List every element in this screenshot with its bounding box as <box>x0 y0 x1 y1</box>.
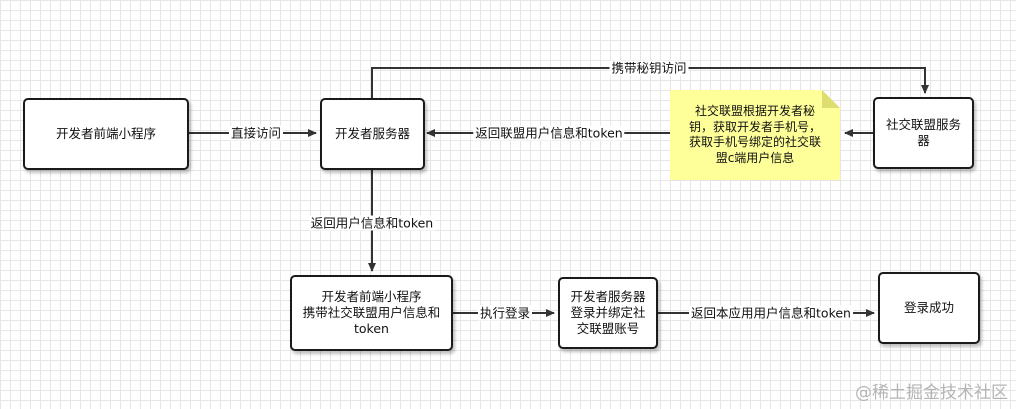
node-miniprogram-token: 开发者前端小程序 携带社交联盟用户信息和 token <box>290 275 453 351</box>
node-miniprogram: 开发者前端小程序 <box>23 98 189 170</box>
label-direct-access: 直接访问 <box>228 125 284 141</box>
node-miniprogram-token-label: 开发者前端小程序 携带社交联盟用户信息和 token <box>302 289 441 336</box>
node-miniprogram-label: 开发者前端小程序 <box>55 126 156 141</box>
node-dev-server: 开发者服务器 <box>320 98 425 170</box>
node-social-server-label: 社交联盟服务 器 <box>885 117 961 148</box>
node-login-success-label: 登录成功 <box>903 300 954 315</box>
node-dev-server-bind-label: 开发者服务器 登录并绑定社 交联盟账号 <box>570 289 646 336</box>
sticky-note: 社交联盟根据开发者秘 钥，获取开发者手机号， 获取手机号绑定的社交联 盟c端用户… <box>670 90 840 180</box>
node-login-success: 登录成功 <box>878 272 980 344</box>
label-carry-secret: 携带秘钥访问 <box>609 60 689 76</box>
watermark: @稀土掘金技术社区 <box>855 383 1008 403</box>
label-return-user-info: 返回用户信息和token <box>308 215 436 231</box>
label-return-union-info: 返回联盟用户信息和token <box>473 125 625 141</box>
sticky-note-text: 社交联盟根据开发者秘 钥，获取开发者手机号， 获取手机号绑定的社交联 盟c端用户… <box>688 104 821 165</box>
node-dev-server-bind: 开发者服务器 登录并绑定社 交联盟账号 <box>558 277 658 349</box>
label-execute-login: 执行登录 <box>477 305 533 321</box>
label-return-app-info: 返回本应用用户信息和token <box>689 305 853 321</box>
node-dev-server-label: 开发者服务器 <box>334 126 410 141</box>
node-social-server: 社交联盟服务 器 <box>873 97 974 169</box>
